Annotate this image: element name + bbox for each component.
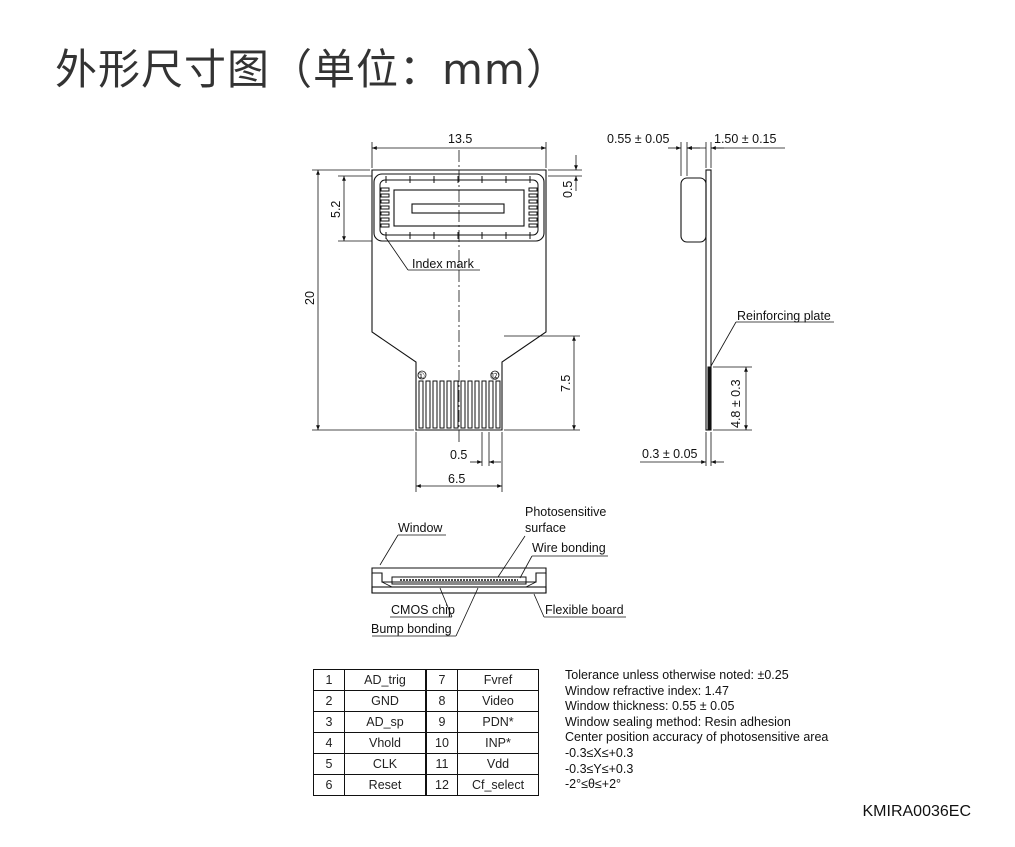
note-line: Window refractive index: 1.47 [565,683,729,698]
bond-pads [385,176,531,239]
label-pin1: ① [417,371,425,381]
dim-body-thickness: 1.50 ± 0.15 [714,132,777,146]
cross-section-view [371,534,626,637]
dim-margin-top: 0.5 [561,181,575,198]
pin-number: 9 [425,711,458,733]
table-row: 5 CLK 11 Vdd [313,753,539,775]
pin-signal: AD_trig [344,669,427,691]
connector-pins [418,380,501,429]
table-row: 1 AD_trig 7 Fvref [313,669,539,691]
front-board-outline [371,169,547,431]
note-line: Tolerance unless otherwise noted: ±0.25 [565,668,789,682]
label-index-mark: Index mark [412,257,475,271]
pin-signal: PDN* [457,711,539,733]
label-cmos-chip: CMOS chip [391,603,455,617]
label-flexible-board: Flexible board [545,603,624,617]
dim-window-height: 5.2 [329,201,343,218]
pin-signal: CLK [344,753,427,775]
pin-signal: Reset [344,774,427,796]
pin-number: 8 [425,690,458,712]
side-reinforcing-plate [707,366,712,431]
dim-total-height: 20 [303,291,317,305]
label-bump-bonding: Bump bonding [371,622,452,636]
pin-assignment-table: 1 AD_trig 7 Fvref 2 GND 8 Video 3 AD_sp … [313,669,539,796]
section-board [371,586,547,594]
drawing-code: KMIRA0036EC [862,803,972,820]
pin-number: 3 [313,711,345,733]
dim-connector-width: 6.5 [448,472,465,486]
page-title: 外形尺寸图（单位：mm） [55,45,569,94]
pin-number: 11 [425,753,458,775]
pin-number: 7 [425,669,458,691]
pin-signal: INP* [457,732,539,754]
note-line: -0.3≤Y≤+0.3 [565,761,634,776]
pin-signal: Video [457,690,539,712]
photosensitive-area [411,203,505,214]
label-photosensitive: Photosensitive [525,505,606,519]
label-pin12: ⑫ [490,371,499,381]
note-line: Window sealing method: Resin adhesion [565,714,791,729]
dim-board-thickness: 0.3 ± 0.05 [642,447,698,461]
dim-pin-pitch: 0.5 [450,448,467,462]
pin-signal: Vhold [344,732,427,754]
note-line: Window thickness: 0.55 ± 0.05 [565,699,735,714]
side-view [640,142,834,466]
label-wire-bonding: Wire bonding [532,541,606,555]
dim-connector-height: 7.5 [559,375,573,392]
pin-number: 2 [313,690,345,712]
table-row: 4 Vhold 10 INP* [313,732,539,754]
pin-number: 6 [313,774,345,796]
table-row: 3 AD_sp 9 PDN* [313,711,539,733]
pin-signal: AD_sp [344,711,427,733]
dim-window-thickness: 0.55 ± 0.05 [607,132,670,146]
dim-width-top: 13.5 [448,132,472,146]
label-photosensitive-2: surface [525,521,566,535]
side-package [680,177,707,243]
note-line: Center position accuracy of photosensiti… [565,730,829,745]
front-view [312,142,582,492]
table-row: 6 Reset 12 Cf_select [313,774,539,796]
section-chip [391,576,527,585]
pin-signal: Vdd [457,753,539,775]
pin-number: 5 [313,753,345,775]
pin-number: 4 [313,732,345,754]
spec-notes: Tolerance unless otherwise noted: ±0.25 … [565,668,828,793]
label-window: Window [398,521,443,535]
pin-number: 10 [425,732,458,754]
note-line: -2°≤θ≤+2° [565,777,622,792]
label-reinforcing-plate: Reinforcing plate [737,309,831,323]
pin-signal: Cf_select [457,774,539,796]
dim-plate-length: 4.8 ± 0.3 [729,379,743,428]
table-row: 2 GND 8 Video [313,690,539,712]
pin-signal: Fvref [457,669,539,691]
side-pads [380,187,538,228]
note-line: -0.3≤X≤+0.3 [565,745,634,760]
pin-number: 1 [313,669,345,691]
pin-signal: GND [344,690,427,712]
pin-number: 12 [425,774,458,796]
